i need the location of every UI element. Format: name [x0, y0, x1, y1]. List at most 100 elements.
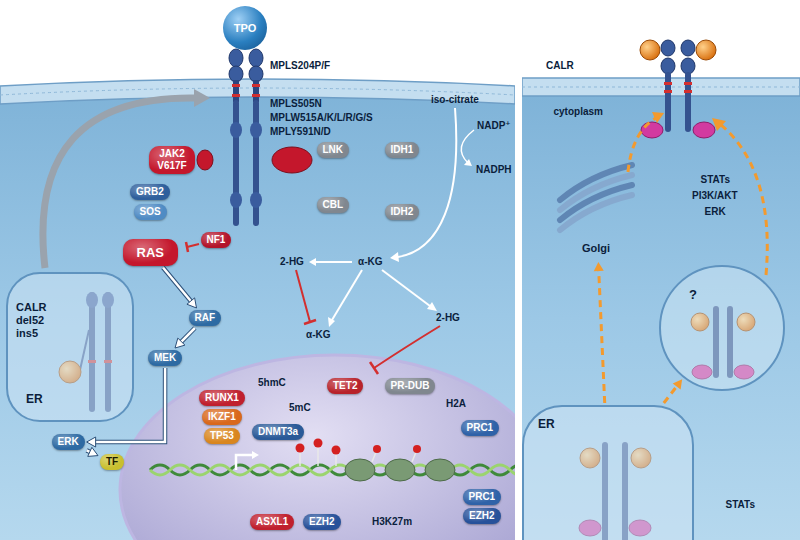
protein-name: IDH1 [391, 144, 414, 156]
receptor [249, 66, 263, 82]
protein-blob: MEK [148, 350, 182, 366]
receptor [640, 40, 716, 138]
protein-blob: RAF [189, 310, 222, 326]
protein-name: NF1 [207, 234, 226, 246]
receptor [693, 122, 715, 138]
dashed-arrow [628, 112, 767, 275]
golgi-stack [560, 195, 632, 230]
transcription-arrow [236, 455, 252, 470]
dashed-arrow [652, 112, 664, 123]
protein-blob: NF1 [201, 232, 232, 248]
compartment-name: ? [689, 287, 697, 302]
metabolic-arrow [328, 317, 335, 327]
protein-blob: EZH2 [303, 514, 341, 530]
metabolic-arrow [370, 362, 378, 374]
methyl-mark [296, 439, 422, 467]
receptor [250, 192, 262, 208]
metabolic-arrow [187, 244, 199, 247]
arrowhead [594, 262, 604, 271]
protein-name: GRB2 [136, 186, 164, 198]
label: cytoplasm [554, 106, 603, 118]
dashed-arrow [628, 118, 656, 172]
protein-name: CBL [323, 199, 344, 211]
receptor [661, 40, 675, 56]
label: CALR [546, 60, 574, 72]
receptor [252, 94, 260, 97]
protein-name: PRC1 [467, 422, 494, 434]
dna-helix [425, 459, 455, 481]
metabolic-arrow [186, 108, 474, 374]
protein-blob: IKZF1 [202, 409, 242, 425]
protein-name: TP53 [210, 430, 234, 442]
protein-blob: DNMT3a [252, 424, 304, 440]
label: MPLS204P/F [270, 60, 330, 72]
label: CALR del52 ins5 [16, 301, 56, 340]
protein-name: EZH2 [309, 516, 335, 528]
metabolic-arrow [304, 320, 316, 324]
metabolic-arrow [382, 270, 430, 306]
trafficking-arrow [43, 89, 210, 268]
dashed-arrow [712, 118, 726, 131]
protein-blob: CBL [317, 197, 350, 213]
receptor [229, 66, 243, 82]
protein-blob: RUNX1 [199, 390, 245, 406]
receptor [250, 122, 262, 138]
protein-blob: TF [100, 454, 124, 470]
left-cell [120, 355, 515, 540]
receptor [197, 49, 312, 226]
receptor [681, 58, 695, 74]
compartment: Golgi [552, 160, 640, 260]
receptor [664, 90, 672, 93]
receptor [229, 49, 243, 67]
metabolic-arrow [461, 130, 474, 163]
protein-blob: LNK [317, 142, 350, 158]
protein-name: ERK [58, 436, 79, 448]
protein-name: RUNX1 [205, 392, 239, 404]
methyl-mark [299, 451, 301, 466]
protein-name: SOS [140, 206, 161, 218]
metabolic-arrow [296, 270, 310, 322]
label: MPLS505N [270, 98, 322, 110]
connector [664, 379, 682, 403]
protein-blob: SOS [134, 204, 167, 220]
protein-name: IDH2 [391, 206, 414, 218]
transcription-arrow [252, 451, 259, 459]
ligand-name: TPO [234, 22, 257, 34]
metabolic-arrow [464, 159, 472, 166]
connector-line [181, 328, 195, 342]
methyl-mark [373, 445, 381, 453]
protein-blob: RAS [123, 239, 178, 266]
label: ERK [705, 206, 726, 218]
label: 5hmC [258, 377, 286, 389]
receptor [684, 90, 692, 93]
metabolic-arrow [427, 302, 437, 311]
ligand-sphere: TPO [223, 6, 267, 50]
receptor [685, 72, 691, 132]
label: MPLW515A/K/L/R/G/S [270, 112, 373, 124]
label: H2A [446, 398, 466, 410]
metabolic-arrow [374, 326, 440, 368]
receptor [684, 82, 692, 85]
receptor [230, 122, 242, 138]
label: 5mC [289, 402, 311, 414]
receptor [232, 94, 240, 97]
dna-helix [385, 459, 415, 481]
trafficking-arrow [43, 98, 196, 268]
label: STATs [701, 174, 730, 186]
arrowhead [175, 338, 185, 348]
compartment-name: ER [26, 392, 43, 406]
receptor [249, 49, 263, 67]
label: 2-HG [436, 312, 460, 324]
methyl-mark [335, 453, 337, 466]
protein-name: IKZF1 [208, 411, 236, 423]
metabolic-arrow [332, 270, 362, 320]
connector-line [599, 270, 605, 403]
metabolic-arrow [309, 258, 316, 266]
methyl-mark [317, 446, 319, 466]
protein-name: MEK [154, 352, 176, 364]
protein-name: LNK [323, 144, 344, 156]
dna-helix [345, 459, 375, 481]
right-cell [522, 87, 800, 88]
protein-blob: IDH2 [385, 204, 420, 220]
